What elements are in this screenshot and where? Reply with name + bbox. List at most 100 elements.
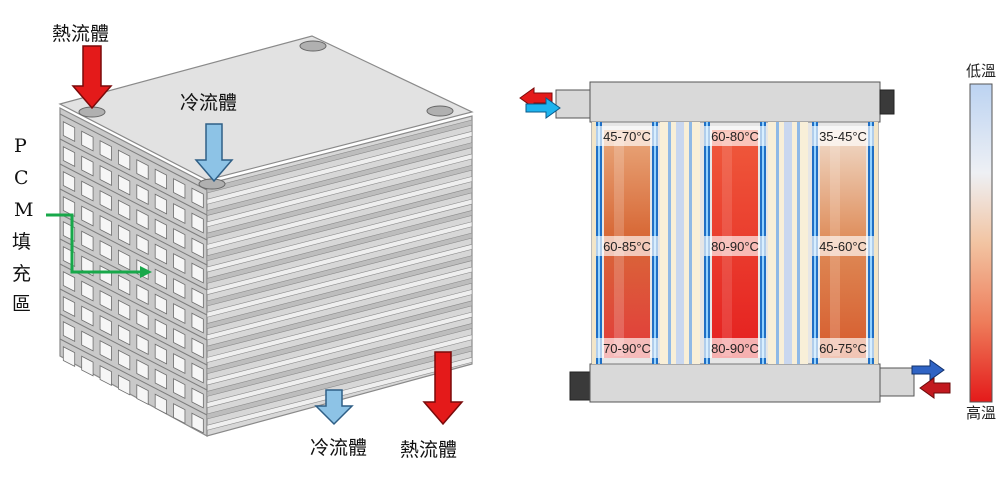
zone-3-top-temp: 35-45°C — [819, 129, 867, 144]
pcm-cell — [191, 412, 204, 434]
pcm-cell — [191, 287, 204, 309]
pcm-cell — [154, 318, 167, 340]
pcm-cell — [173, 278, 186, 300]
thin-channel — [668, 122, 671, 364]
pcm-cell — [81, 130, 94, 152]
pcm-cell — [99, 165, 112, 187]
pcm-cell — [154, 393, 167, 415]
pcm-cell — [173, 203, 186, 225]
pcm-cell — [118, 299, 131, 321]
pcm-cell — [118, 374, 131, 396]
pcm-cell — [81, 155, 94, 177]
pcm-cell — [81, 180, 94, 202]
pcm-cell — [81, 330, 94, 352]
zone-3-mid-temp: 45-60°C — [819, 239, 867, 254]
thin-channel — [797, 122, 800, 364]
scale-top-label: 低溫 — [966, 62, 996, 80]
pcm-cell — [62, 196, 76, 218]
zone-3-bottom-temp: 60-75°C — [819, 341, 867, 356]
cold-outlet-arrow — [911, 359, 945, 381]
fin-plate — [206, 119, 473, 194]
pcm-cell — [99, 215, 112, 237]
label-backdrop — [812, 126, 874, 146]
hot-fluid-outlet-arrow — [422, 351, 464, 426]
pcm-cell — [136, 159, 149, 181]
label-backdrop — [596, 236, 658, 256]
pcm-cell — [118, 224, 131, 246]
fin-plate — [206, 232, 473, 307]
pcm-cell — [118, 199, 131, 221]
cold-fluid-outlet-arrow — [314, 389, 354, 426]
temperature-color-scale: 低溫 高溫 — [966, 62, 996, 422]
plate-edge — [59, 338, 208, 416]
cold-inlet-arrow — [525, 97, 561, 119]
fin-plate — [206, 311, 473, 386]
bottom-manifold — [589, 363, 881, 403]
hot-fluid-inlet-arrow — [71, 45, 113, 110]
bottom-manifold-cap — [569, 371, 591, 401]
fin-plate — [206, 289, 473, 363]
fin-plate — [206, 198, 473, 273]
fin-plate — [206, 221, 473, 296]
pcm-cell — [136, 309, 149, 331]
pcm-cell — [154, 193, 167, 215]
separator-plate — [676, 122, 684, 364]
cold-fluid-in-label: 冷流體 — [180, 92, 237, 114]
hot-inlet-arrow — [919, 377, 951, 399]
pcm-cell — [173, 328, 186, 350]
pcm-cell — [173, 303, 186, 325]
pcm-label-char: C — [14, 167, 29, 189]
pcm-cell — [173, 178, 186, 200]
pcm-cell — [99, 365, 112, 387]
pcm-cell — [99, 190, 112, 212]
hot-fluid-in-label: 熱流體 — [52, 23, 109, 45]
plate-edge — [59, 263, 208, 341]
pcm-cell — [99, 140, 112, 162]
scale-bottom-label: 高溫 — [966, 404, 996, 422]
pcm-cell — [154, 368, 167, 390]
fin-plate — [206, 277, 473, 352]
heat-exchanger-3d — [58, 35, 474, 438]
top-manifold — [589, 81, 881, 123]
pcm-cell — [173, 253, 186, 275]
label-backdrop — [812, 236, 874, 256]
label-backdrop — [704, 236, 766, 256]
pcm-pointer-arrow — [46, 213, 140, 274]
pcm-cell — [99, 240, 112, 262]
label-backdrop — [704, 338, 766, 358]
pcm-cell — [173, 353, 186, 375]
pcm-cell — [154, 218, 167, 240]
plate-edge — [59, 188, 208, 266]
zone-2-bottom-temp: 80-90°C — [711, 341, 759, 356]
pcm-cell — [62, 146, 76, 168]
pcm-cell — [118, 349, 131, 371]
pcm-cell — [62, 271, 76, 293]
fin-plate — [206, 243, 473, 318]
separator-plate — [784, 122, 792, 364]
pcm-cell — [136, 359, 149, 381]
pcm-cell — [154, 243, 167, 265]
plate-edge — [59, 238, 208, 316]
pcm-cell — [62, 321, 76, 343]
top-manifold-cap — [879, 89, 895, 115]
bottom-manifold-stub — [879, 367, 915, 397]
thin-channel — [776, 122, 779, 364]
edge-strip — [874, 122, 878, 364]
port-hole — [426, 105, 454, 117]
pcm-cell — [191, 312, 204, 334]
pcm-cell — [118, 249, 131, 271]
zone-2-mid-temp: 80-90°C — [711, 239, 759, 254]
cold-fluid-inlet-arrow — [194, 123, 234, 183]
pcm-cell — [81, 280, 94, 302]
edge-strip — [592, 122, 596, 364]
pcm-cell — [81, 230, 94, 252]
fin-plate — [206, 176, 473, 250]
plate-edge — [59, 163, 208, 241]
pcm-cell — [99, 315, 112, 337]
pcm-cell — [118, 274, 131, 296]
fin-plate — [206, 300, 473, 375]
pcm-cell — [154, 168, 167, 190]
pcm-label-char: P — [14, 135, 27, 157]
pcm-cell — [118, 174, 131, 196]
